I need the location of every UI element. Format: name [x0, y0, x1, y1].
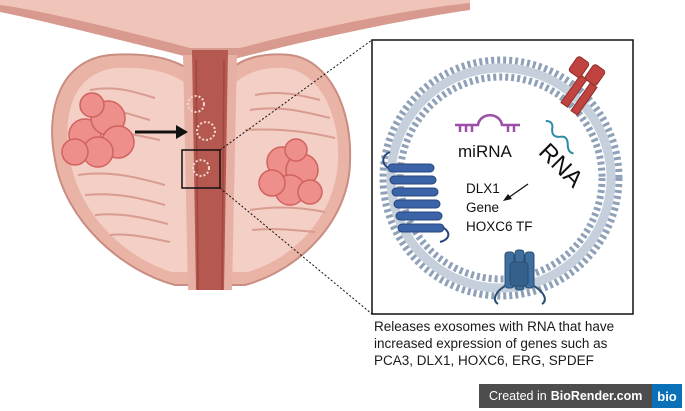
- tumor-cluster-right: [258, 138, 323, 206]
- prostate-gland: [0, 0, 470, 315]
- zoom-source-box: [181, 149, 221, 189]
- zoom-line-top: [219, 39, 373, 151]
- urethra: [192, 50, 228, 290]
- tumor-cluster-left: [61, 92, 135, 168]
- biorender-logo-icon: bio: [652, 384, 682, 408]
- receptor-blue-bottom: [493, 249, 546, 305]
- arrow-icon: [135, 125, 188, 139]
- receptor-red: [560, 56, 606, 116]
- badge-text: Created in BioRender.com: [479, 384, 652, 408]
- caption-line-3: PCA3, DLX1, HOXC6, ERG, SPDEF: [374, 353, 594, 368]
- pointer-arrow-icon: [503, 183, 529, 201]
- caption: Releases exosomes with RNA that have inc…: [374, 318, 674, 369]
- gene-label: Gene: [466, 200, 499, 215]
- urethra-channel-right: [221, 59, 225, 291]
- zoom-line-bottom: [219, 187, 373, 315]
- dlx1-label: DLX1: [466, 181, 500, 196]
- exosomes-small: [187, 95, 216, 177]
- mirna-icon: [455, 114, 520, 132]
- exosome: miRNA RNA DLX1 Gene HOXC6 TF: [379, 56, 623, 305]
- caption-line-2: increased expression of genes such as: [374, 336, 608, 351]
- membrane-inner: [396, 73, 606, 283]
- bladder-lining: [0, 0, 470, 48]
- receptor-blue-left: [382, 151, 450, 243]
- caption-line-1: Releases exosomes with RNA that have: [374, 319, 615, 334]
- biorender-badge[interactable]: Created in BioRender.com bio: [479, 384, 682, 408]
- mirna-label: miRNA: [458, 142, 512, 161]
- rna-strand-icon: [545, 120, 574, 155]
- hoxc6-label: HOXC6 TF: [466, 219, 533, 234]
- gland-striations-right: [244, 91, 336, 233]
- badge-brand: BioRender.com: [550, 389, 643, 403]
- badge-prefix: Created in: [489, 389, 547, 403]
- membrane-outer: [379, 56, 623, 300]
